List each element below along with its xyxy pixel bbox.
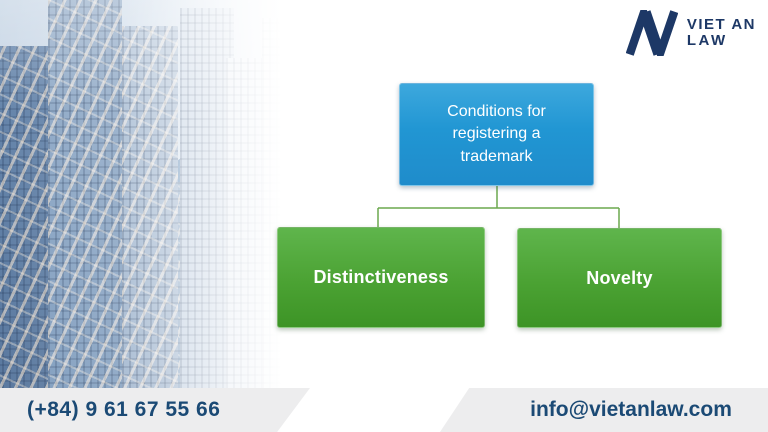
email-address: info@vietanlaw.com [530,398,732,421]
logo-line-law: LAW [686,32,728,49]
root-node-label: Conditions for registering a trademark [447,102,546,165]
white-fade-overlay [0,0,300,432]
child-node-distinctiveness: Distinctiveness [277,227,485,328]
child-node-novelty: Novelty [517,228,722,328]
phone-number: (+84) 9 61 67 55 66 [27,398,221,421]
brand-logo: VIET AN LAW [625,10,756,56]
vietan-monogram-icon [625,10,678,56]
footer-phone-bar: (+84) 9 61 67 55 66 [0,388,310,432]
logo-wordmark: VIET AN LAW [686,15,756,50]
city-background-image [0,0,300,432]
logo-line-viet-an: VIET AN [686,15,756,33]
footer-email-bar: info@vietanlaw.com [440,388,768,432]
root-node-conditions: Conditions for registering a trademark [399,83,594,186]
child-node-label: Distinctiveness [313,267,449,287]
child-node-label: Novelty [586,267,653,288]
